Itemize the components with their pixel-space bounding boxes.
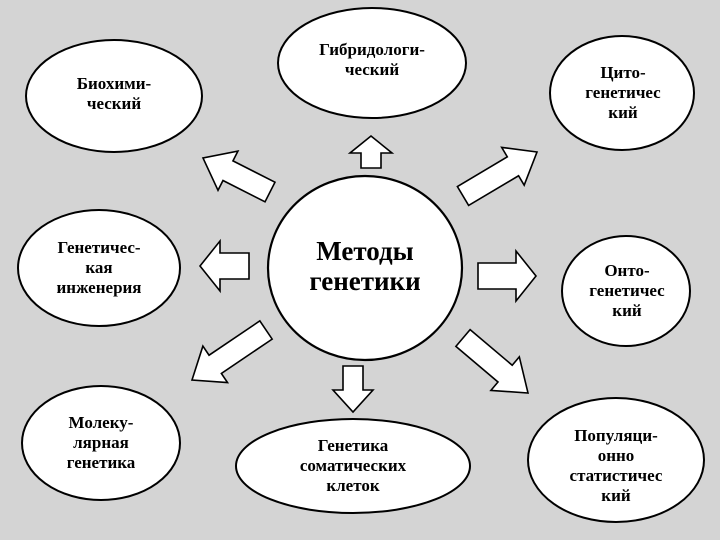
node-population-line-1: Популяци-	[574, 426, 658, 445]
node-genetic-engineering-line-3: инженерия	[56, 278, 142, 297]
center-node-shape	[266, 174, 464, 362]
node-cytogenetic-line-2: генетичес	[585, 83, 661, 102]
node-cytogenetic-line-3: кий	[608, 103, 638, 122]
node-biochemical-label: Биохими- ческий	[77, 74, 151, 114]
node-genetic-engineering-line-2: кая	[85, 258, 113, 277]
node-molecular-label: Молеку- лярная генетика	[67, 413, 136, 473]
center-node-line-1: Методы	[316, 236, 414, 266]
node-biochemical-shape	[25, 39, 203, 153]
center-node-line-2: генетики	[309, 266, 421, 296]
arrow-to-cytogenetic	[456, 146, 539, 207]
center-node-label: Методы генетики	[309, 236, 420, 296]
node-hybridological-shape	[277, 7, 467, 119]
arrow-to-biochemical	[201, 149, 277, 203]
node-ontogenetic-line-3: кий	[612, 301, 642, 320]
node-biochemical-line-1: Биохими-	[76, 74, 152, 93]
node-population-label: Популяци- онно статистичес кий	[570, 426, 663, 506]
node-somatic-shape	[235, 418, 471, 514]
node-genetic-engineering-shape	[17, 209, 181, 327]
arrow-to-genetic-engineering	[198, 238, 250, 294]
node-hybridological-label: Гибридологи- ческий	[319, 40, 425, 80]
arrow-to-population	[454, 328, 530, 394]
node-ontogenetic-line-1: Онто-	[604, 261, 650, 280]
node-somatic-line-3: клеток	[326, 476, 380, 495]
node-ontogenetic-line-2: генетичес	[589, 281, 665, 300]
node-biochemical-line-2: ческий	[86, 94, 142, 113]
arrow-to-molecular	[190, 319, 274, 384]
node-cytogenetic-shape	[549, 35, 695, 151]
arrow-to-hybridological	[347, 134, 395, 169]
node-genetic-engineering-line-1: Генетичес-	[57, 238, 141, 257]
arrow-to-ontogenetic	[477, 248, 538, 304]
node-population-line-3: статистичес	[569, 466, 663, 485]
arrow-to-somatic	[331, 365, 375, 414]
node-population-line-2: онно	[597, 446, 635, 465]
node-molecular-shape	[21, 385, 181, 501]
node-molecular-line-1: Молеку-	[68, 413, 134, 432]
node-somatic-label: Генетика соматических клеток	[300, 436, 406, 496]
node-genetic-engineering-label: Генетичес- кая инженерия	[56, 238, 141, 298]
node-hybridological-line-1: Гибридологи-	[319, 40, 425, 59]
node-ontogenetic-shape	[561, 235, 691, 347]
node-somatic-line-1: Генетика	[317, 436, 389, 455]
node-population-line-4: кий	[601, 486, 631, 505]
node-cytogenetic-label: Цито- генетичес кий	[585, 63, 660, 123]
node-ontogenetic-label: Онто- генетичес кий	[589, 261, 664, 321]
node-hybridological-line-2: ческий	[344, 60, 400, 79]
node-cytogenetic-line-1: Цито-	[600, 63, 646, 82]
node-population-shape	[527, 397, 705, 523]
node-molecular-line-3: генетика	[66, 453, 136, 472]
node-somatic-line-2: соматических	[299, 456, 407, 475]
node-molecular-line-2: лярная	[73, 433, 129, 452]
